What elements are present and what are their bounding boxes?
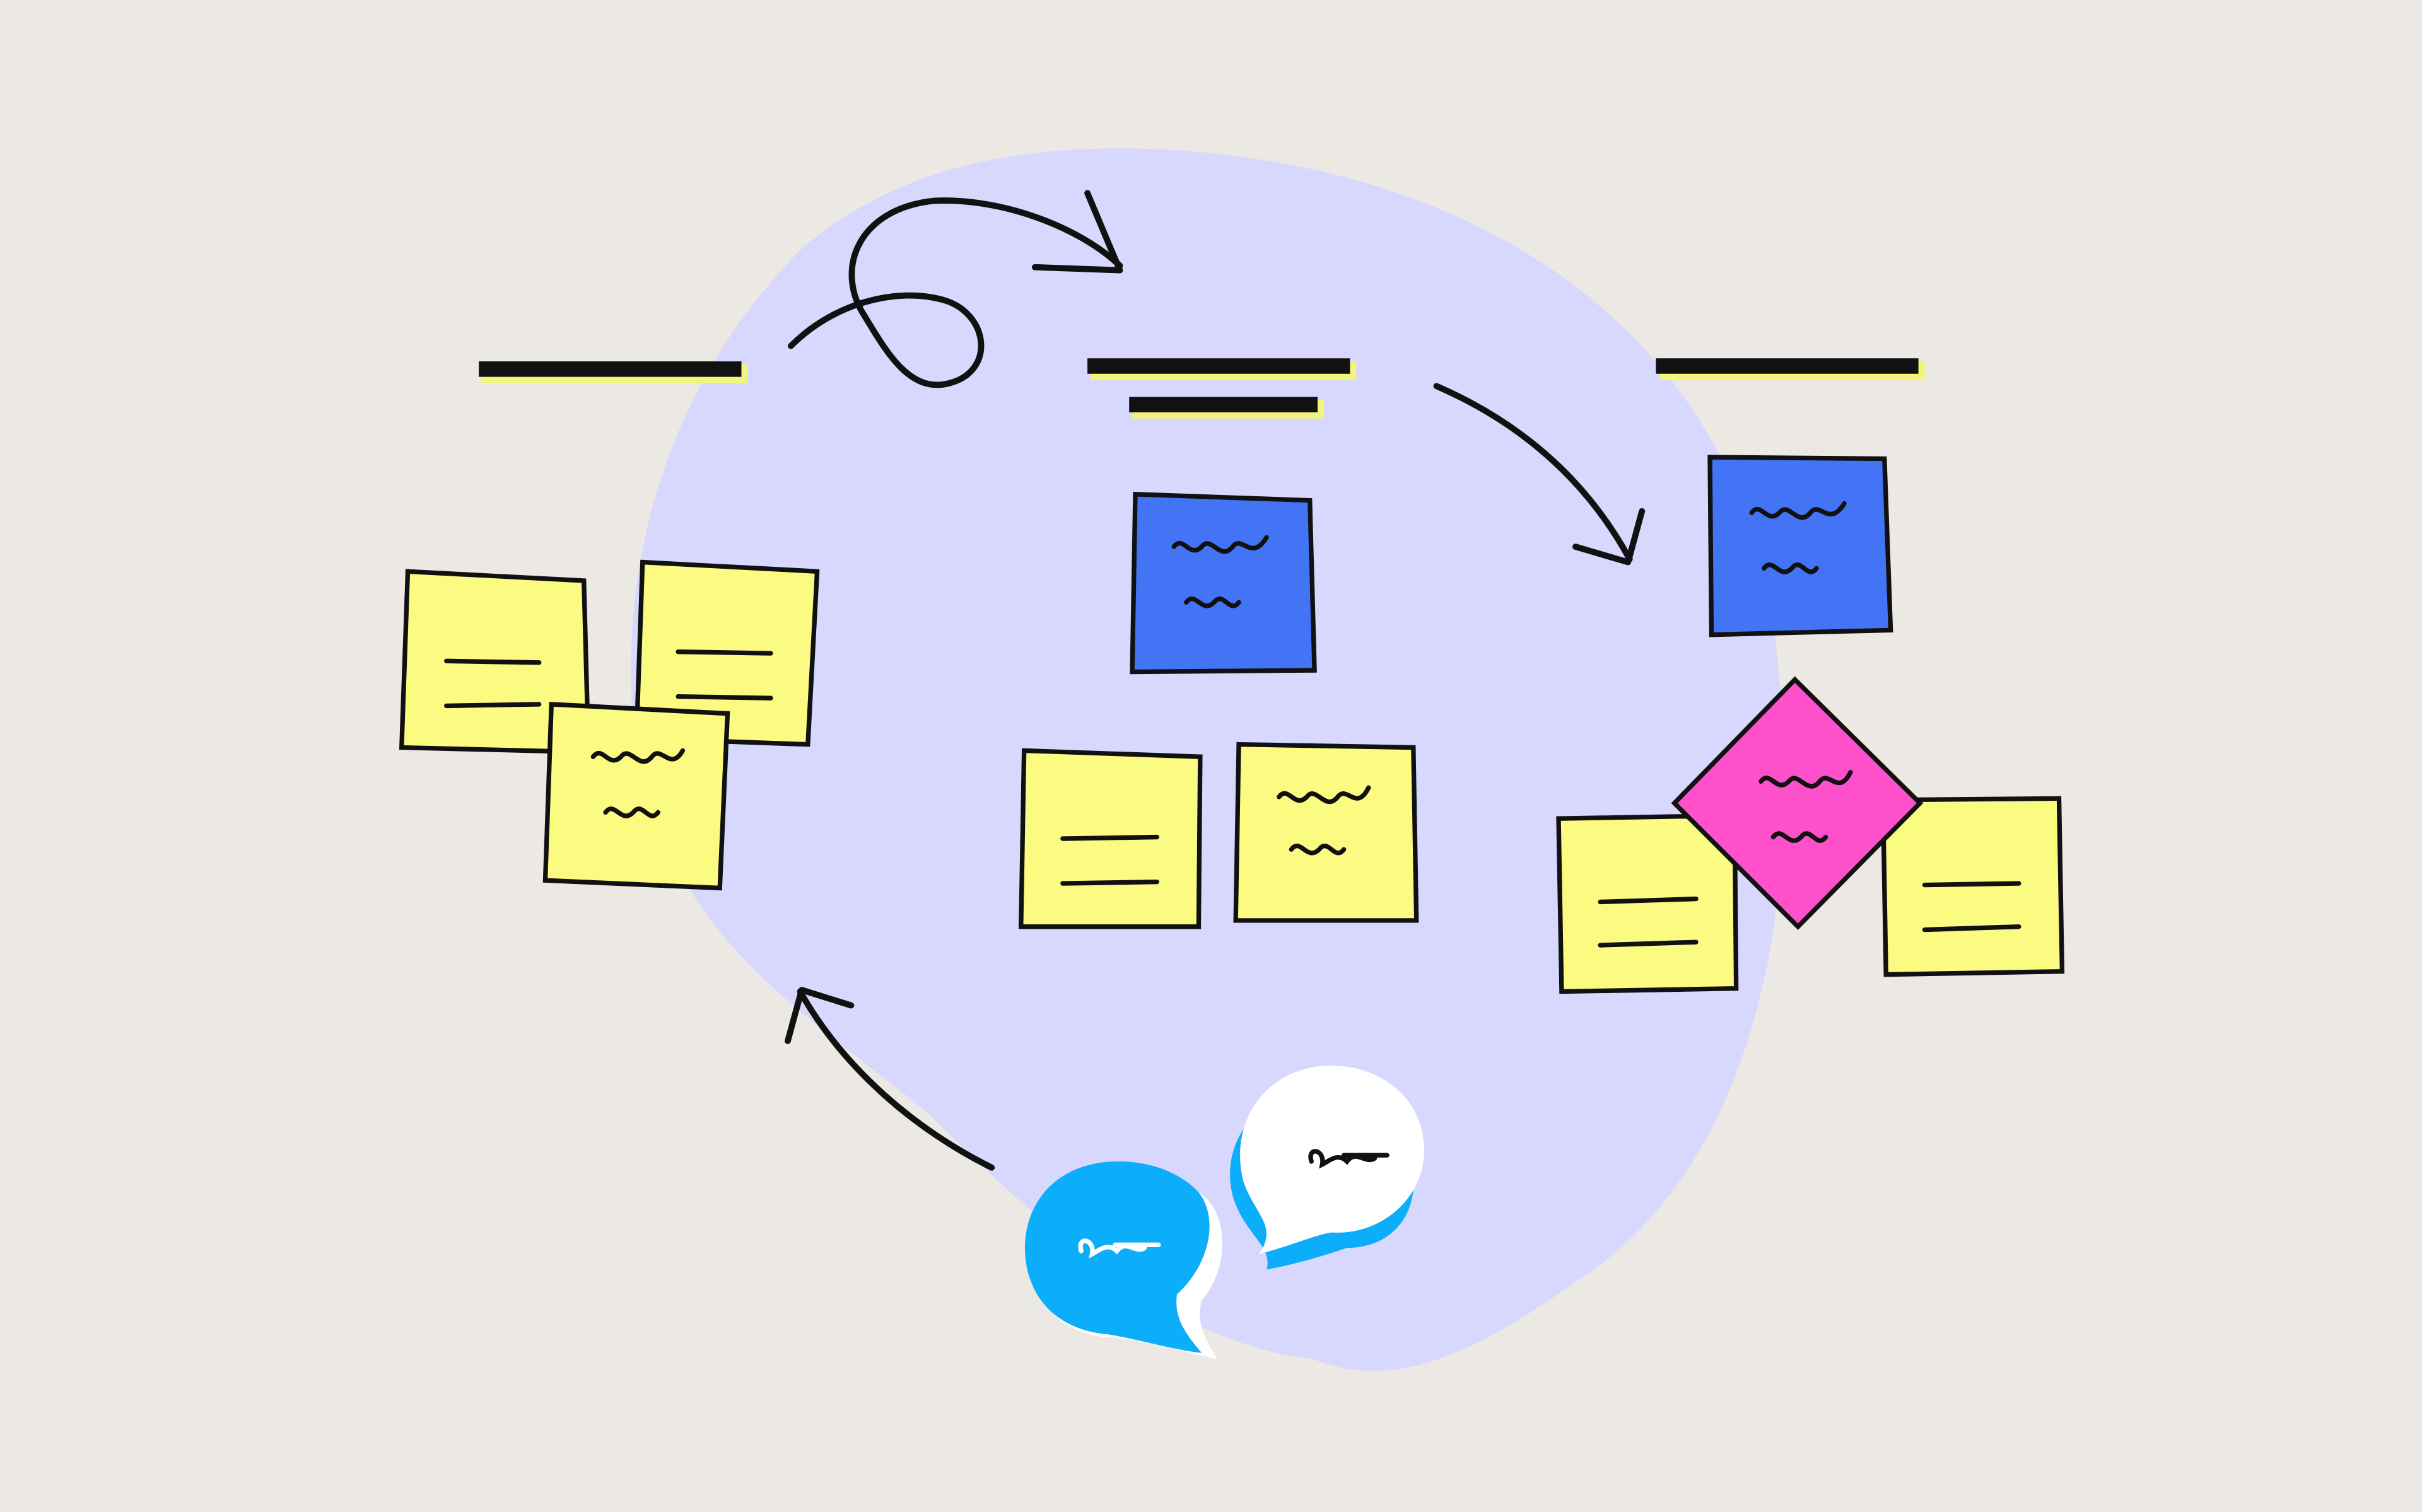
column-3-sticky-note-yellow-right [1880, 796, 2065, 977]
curved-arrow-back [785, 987, 995, 1171]
column-2-heading [1087, 358, 1357, 419]
column-3-sticky-note-pink [1671, 676, 1924, 930]
speech-bubble-white [1230, 1066, 1424, 1270]
loop-arrow [787, 190, 1123, 388]
column-3-sticky-note-blue [1707, 455, 1893, 637]
column-1-sticky-note-3 [542, 702, 730, 891]
speech-bubble-blue [1024, 1161, 1223, 1359]
column-1-sticky-note-2 [634, 559, 820, 747]
column-3-sticky-note-yellow-left [1556, 813, 1739, 994]
curved-arrow-right [1433, 383, 1646, 566]
column-2-sticky-note-yellow-1 [1019, 748, 1203, 929]
column-3-heading [1656, 358, 1925, 380]
column-2-sticky-note-yellow-2 [1233, 741, 1419, 923]
background-blob [631, 148, 1784, 1371]
column-1-heading [479, 361, 748, 383]
column-2-sticky-note-blue [1130, 492, 1317, 675]
